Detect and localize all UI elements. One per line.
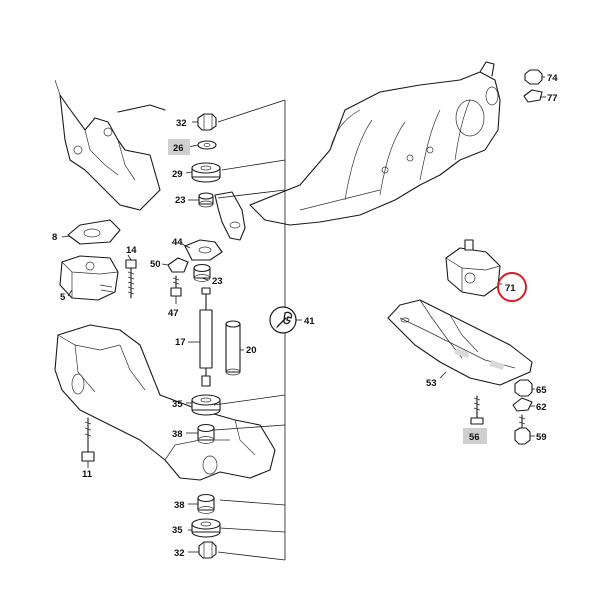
label-26: 26 (173, 143, 184, 154)
label-35-lower: 35 (172, 525, 183, 536)
label-20: 20 (246, 345, 257, 356)
part-74-nut (524, 69, 543, 85)
part-38-spacer-upper (197, 423, 215, 444)
label-32-top: 32 (176, 118, 187, 129)
label-23-top: 23 (175, 195, 186, 206)
label-29: 29 (172, 169, 183, 180)
part-23-spacer-top (198, 192, 214, 208)
part-50-washer (167, 257, 189, 273)
part-71-transmission-mount (445, 239, 501, 297)
label-47: 47 (168, 308, 179, 319)
label-59: 59 (536, 432, 547, 443)
label-71: 71 (505, 283, 516, 294)
label-17: 17 (175, 337, 186, 348)
part-53-transmission-crossmember (387, 299, 533, 386)
part-32-nut-top (197, 113, 217, 131)
front-crossmember (54, 324, 276, 481)
label-23-lower: 23 (212, 276, 223, 287)
mount-bracket-middle (214, 191, 246, 241)
label-56-highlight (463, 428, 487, 444)
part-11-bolt (81, 417, 95, 462)
label-62: 62 (536, 402, 547, 413)
part-17-shock-absorber (199, 287, 213, 387)
label-41: 41 (304, 316, 315, 327)
label-32-bottom: 32 (174, 548, 185, 559)
label-77: 77 (547, 93, 558, 104)
part-14-bolt (125, 259, 137, 299)
part-35-bushing-upper (191, 394, 221, 416)
part-20-sleeve (225, 320, 241, 376)
label-50: 50 (150, 259, 161, 270)
label-11: 11 (82, 469, 93, 480)
part-8-mount-plate (67, 219, 121, 245)
label-8: 8 (52, 232, 57, 243)
part-5-rubber-mount (59, 255, 119, 301)
label-38-lower: 38 (174, 500, 185, 511)
part-65-nut (514, 379, 533, 397)
callout-71-circle (497, 272, 527, 302)
label-14: 14 (126, 245, 137, 256)
part-44-bracket (184, 239, 223, 261)
engine-bracket (54, 79, 166, 211)
label-5: 5 (60, 292, 66, 303)
part-38-spacer-lower (197, 493, 215, 514)
label-74: 74 (547, 73, 558, 84)
part-26-washer (197, 140, 217, 150)
label-38-upper: 38 (172, 429, 183, 440)
label-44: 44 (172, 237, 183, 248)
label-26-highlight (168, 139, 190, 155)
label-leaders (61, 76, 546, 553)
label-53: 53 (426, 378, 437, 389)
part-35-bushing-lower (191, 518, 221, 538)
label-56: 56 (469, 432, 480, 443)
part-47-bolt (170, 275, 182, 297)
part-77-washer (523, 89, 543, 103)
transmission-housing (249, 61, 501, 226)
part-23-spacer-lower (193, 263, 211, 282)
part-59-bolt (514, 414, 531, 445)
part-62-washer (512, 397, 533, 412)
part-29-bushing (191, 162, 221, 183)
label-65: 65 (536, 385, 547, 396)
wrench-icon (269, 306, 297, 334)
label-35-upper: 35 (172, 399, 183, 410)
part-32-nut-bottom (198, 541, 217, 559)
part-56-bolt (470, 395, 484, 425)
